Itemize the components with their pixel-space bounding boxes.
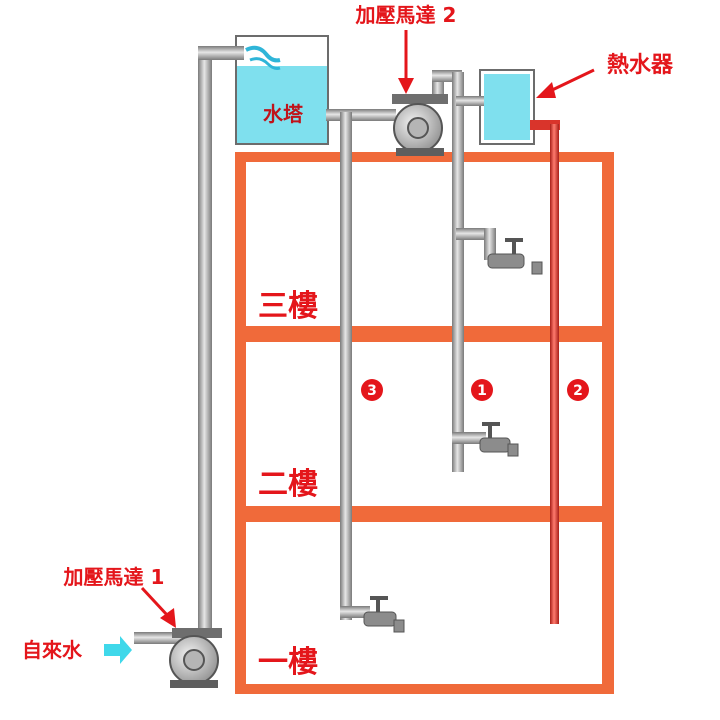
water-splash-icon (245, 45, 281, 63)
riser-pipe (198, 54, 212, 632)
faucet-icon (487, 253, 525, 269)
marker-line-2: 2 (567, 379, 589, 401)
booster-pump-2-label: 加壓馬達 2 (355, 3, 457, 27)
faucet-floor-2 (479, 422, 519, 457)
booster-pump-2 (392, 94, 448, 156)
faucet-floor-3 (487, 238, 543, 275)
water-tower-label: 水塔 (263, 102, 304, 126)
line-1-pipe (452, 72, 464, 472)
water-tower: 水塔 (235, 35, 329, 145)
inlet-arrow-icon (104, 636, 132, 664)
hot-pipe (530, 120, 560, 624)
floor-3-label: 三樓 (258, 289, 318, 324)
booster-pump-1-label: 加壓馬達 1 (63, 565, 165, 589)
marker-3-text: 3 (367, 383, 377, 399)
heater-inlet-pipe (456, 96, 484, 106)
arrow-diagonal-icon (160, 608, 176, 628)
tower-outlet-pipe (326, 109, 396, 121)
marker-line-1: 1 (471, 379, 493, 401)
marker-line-3: 3 (361, 379, 383, 401)
marker-2-text: 2 (573, 383, 583, 399)
city-inlet-pipe (134, 632, 184, 644)
water-heater (479, 69, 535, 145)
floor-1-room (246, 522, 602, 684)
water-tower-label-bg (250, 98, 316, 130)
marker-1-text: 1 (477, 383, 487, 399)
floor-3-room (246, 162, 602, 326)
line-3-pipe (340, 112, 352, 620)
faucet-floor-1 (363, 596, 405, 633)
faucet-icon (363, 611, 397, 627)
annotation-arrows (140, 30, 595, 628)
water-heater-water (484, 74, 530, 140)
tower-inlet-pipe (198, 46, 244, 60)
floor-2-label: 二樓 (258, 467, 318, 502)
arrow-down-icon (398, 78, 414, 94)
floor-2-room (246, 342, 602, 506)
line-2-pipe (550, 124, 559, 624)
water-heater-label: 熱水器 (607, 52, 674, 78)
tap-water-label: 自來水 (22, 638, 83, 662)
cold-pipes (134, 46, 496, 644)
floor-1-label: 一樓 (258, 645, 318, 680)
booster-pump-1 (169, 628, 222, 688)
faucet-icon (479, 437, 511, 453)
arrow-left-icon (536, 82, 556, 98)
